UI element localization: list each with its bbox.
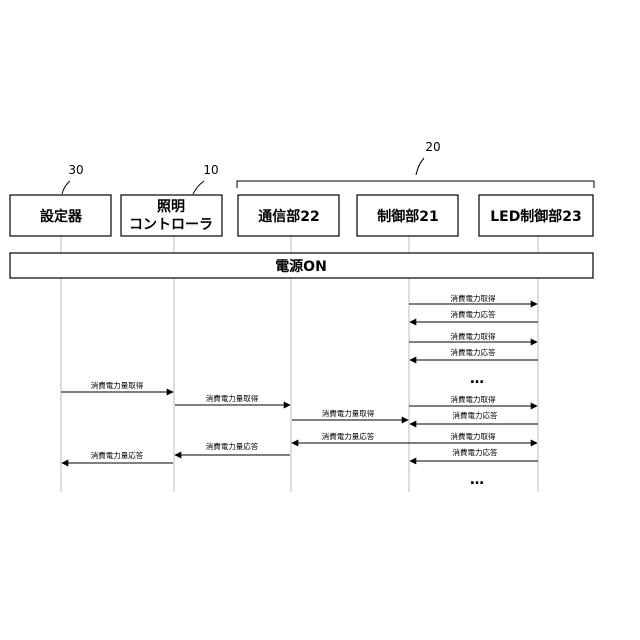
msg-label-controller-get-amount: 消費電力量取得 (206, 393, 259, 403)
ellipsis-1: … (470, 371, 486, 387)
msg-label-resp-power-1: 消費電力応答 (451, 309, 496, 319)
ref-controller: 10 (203, 163, 218, 177)
ref-group: 20 (425, 140, 440, 154)
msg-label-get-power-1: 消費電力取得 (451, 293, 496, 303)
msg-label-controller-resp-amount: 消費電力量応答 (91, 450, 144, 460)
lane-label-controller-line2: コントローラ (129, 217, 213, 233)
group-bracket (237, 181, 594, 188)
msg-label-get-power-2: 消費電力取得 (451, 331, 496, 341)
ref-setter: 30 (68, 163, 83, 177)
msg-label-resp-power-3: 消費電力応答 (453, 410, 498, 420)
lane-label-controller-line1: 照明 (157, 199, 185, 215)
leader-group (416, 158, 424, 175)
ellipsis-2: … (470, 472, 486, 488)
msg-label-control-resp-amount: 消費電力量応答 (322, 431, 375, 441)
msg-label-comm-resp-amount: 消費電力量応答 (206, 441, 259, 451)
lane-label-comm: 通信部22 (258, 208, 319, 225)
lane-label-control: 制御部21 (377, 208, 438, 225)
lane-label-setter: 設定器 (40, 208, 83, 225)
msg-label-comm-get-amount: 消費電力量取得 (322, 408, 375, 418)
lane-label-led: LED制御部23 (490, 208, 582, 225)
msg-label-setter-get-amount: 消費電力量取得 (91, 380, 144, 390)
msg-label-get-power-3: 消費電力取得 (451, 394, 496, 404)
leader-setter (62, 181, 70, 194)
msg-label-get-power-4: 消費電力取得 (451, 431, 496, 441)
leader-controller (193, 181, 204, 194)
msg-label-resp-power-2: 消費電力応答 (451, 347, 496, 357)
power-on-label: 電源ON (275, 258, 327, 275)
msg-label-resp-power-4: 消費電力応答 (453, 447, 498, 457)
